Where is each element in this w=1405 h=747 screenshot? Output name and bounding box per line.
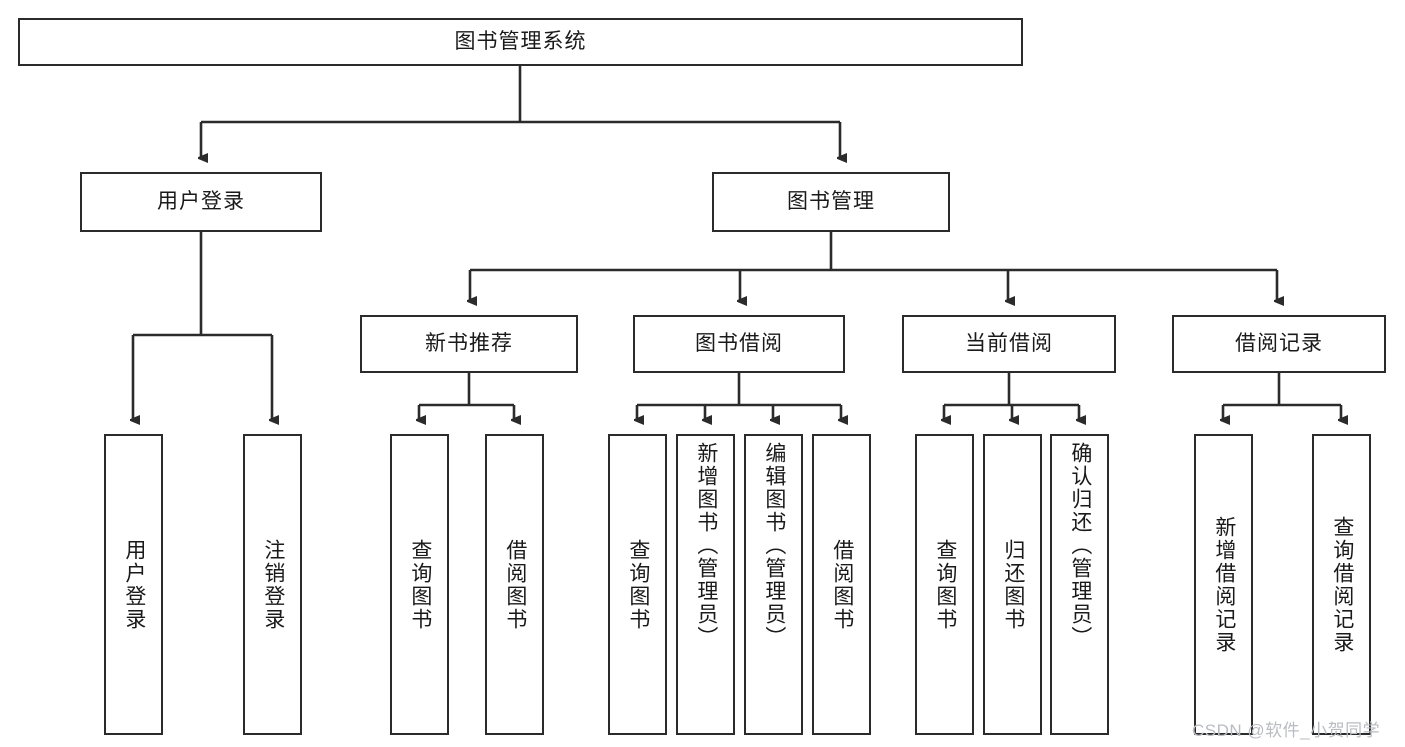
node-root[interactable]: 图书管理系统 (18, 18, 1023, 66)
node-book-management[interactable]: 图书管理 (712, 172, 950, 232)
node-leaf-borrow-book-label: 借阅图书 (830, 538, 854, 631)
node-leaf-user-logout[interactable]: 注销登录 (243, 434, 302, 735)
node-book-borrow[interactable]: 图书借阅 (633, 315, 845, 373)
node-leaf-user-login-label: 用户登录 (122, 538, 146, 631)
node-leaf-borrow-book[interactable]: 借阅图书 (812, 434, 871, 735)
node-leaf-confirm-return-label: 确认归还（管理员） (1068, 442, 1092, 649)
node-current-borrow[interactable]: 当前借阅 (902, 315, 1116, 373)
node-leaf-query-book-current[interactable]: 查询图书 (915, 434, 974, 735)
node-leaf-user-login[interactable]: 用户登录 (104, 434, 163, 735)
node-leaf-edit-book-label: 编辑图书（管理员） (762, 442, 786, 649)
node-leaf-query-book-rec[interactable]: 查询图书 (390, 434, 449, 735)
node-root-label: 图书管理系统 (454, 30, 587, 54)
node-leaf-query-book-borrow-label: 查询图书 (626, 538, 650, 631)
node-leaf-query-book-borrow[interactable]: 查询图书 (608, 434, 667, 735)
node-book-management-label: 图书管理 (787, 190, 875, 214)
node-leaf-add-record[interactable]: 新增借阅记录 (1194, 434, 1253, 735)
node-leaf-add-book[interactable]: 新增图书（管理员） (676, 434, 735, 735)
node-leaf-return-book-label: 归还图书 (1001, 538, 1025, 631)
node-leaf-add-book-label: 新增图书（管理员） (694, 442, 718, 649)
node-leaf-query-record-label: 查询借阅记录 (1330, 515, 1354, 654)
node-leaf-borrow-book-rec-label: 借阅图书 (503, 538, 527, 631)
node-new-book-recommend-label: 新书推荐 (425, 332, 513, 356)
node-leaf-query-book-current-label: 查询图书 (933, 538, 957, 631)
node-current-borrow-label: 当前借阅 (965, 332, 1053, 356)
node-book-borrow-label: 图书借阅 (695, 332, 783, 356)
node-borrow-record-label: 借阅记录 (1235, 332, 1323, 356)
node-leaf-borrow-book-rec[interactable]: 借阅图书 (485, 434, 544, 735)
node-new-book-recommend[interactable]: 新书推荐 (360, 315, 578, 373)
node-user-login-label: 用户登录 (157, 190, 245, 214)
node-leaf-edit-book[interactable]: 编辑图书（管理员） (744, 434, 803, 735)
node-leaf-user-logout-label: 注销登录 (261, 538, 285, 631)
node-borrow-record[interactable]: 借阅记录 (1172, 315, 1386, 373)
node-leaf-query-record[interactable]: 查询借阅记录 (1312, 434, 1371, 735)
node-leaf-query-book-rec-label: 查询图书 (408, 538, 432, 631)
node-leaf-return-book[interactable]: 归还图书 (983, 434, 1042, 735)
csdn-watermark: CSDN @软件_小贺同学 (1192, 721, 1381, 740)
node-leaf-confirm-return[interactable]: 确认归还（管理员） (1050, 434, 1109, 735)
node-leaf-add-record-label: 新增借阅记录 (1212, 515, 1236, 654)
node-user-login[interactable]: 用户登录 (80, 172, 322, 232)
